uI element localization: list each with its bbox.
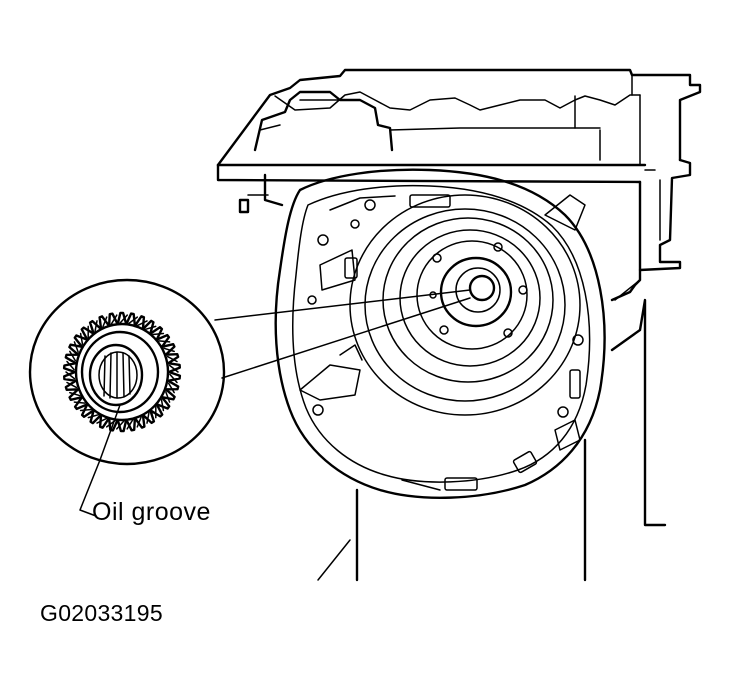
gear-helix-line [66,360,75,371]
leader-line-lower [221,297,471,379]
gear-helix-line [79,332,84,345]
oil-groove-label: Oil groove [92,498,211,526]
figure-id-label: G02033195 [40,600,163,626]
gear-helix-line [169,373,178,384]
gear-helix-line [163,347,175,353]
gear-helix-line [160,399,165,412]
gear-helix-line [158,340,171,343]
gear-helix-line [144,325,157,331]
gear-helix-line [94,320,98,333]
oil-pump-body [274,168,606,499]
gear-helix-line [165,391,171,403]
gear-helix-line [69,391,81,397]
transmission-housing [216,68,702,582]
gear-helix-line [152,332,165,336]
gear-detail-callout [28,278,226,517]
gear-helix-line [126,418,134,430]
gear-helix-line [167,382,175,394]
leader-line-upper [214,289,471,321]
gear-helix-line [65,371,76,380]
gear-helix-line [69,350,77,362]
gear-helix-line [168,364,179,373]
gear-helix-line [73,401,86,404]
gear-helix-line [79,408,92,412]
gear-helix-line [136,416,142,428]
gear-helix-line [73,341,79,353]
gear-helix-line [66,381,78,389]
gear-helix-line [110,314,118,326]
gear-helix-line [87,413,100,419]
gear-helix-line [146,411,150,424]
gear-helix-line [102,316,108,328]
gear-helix-line [166,355,178,363]
gear-helix-line [128,316,139,325]
pump-face-rings [349,194,581,416]
